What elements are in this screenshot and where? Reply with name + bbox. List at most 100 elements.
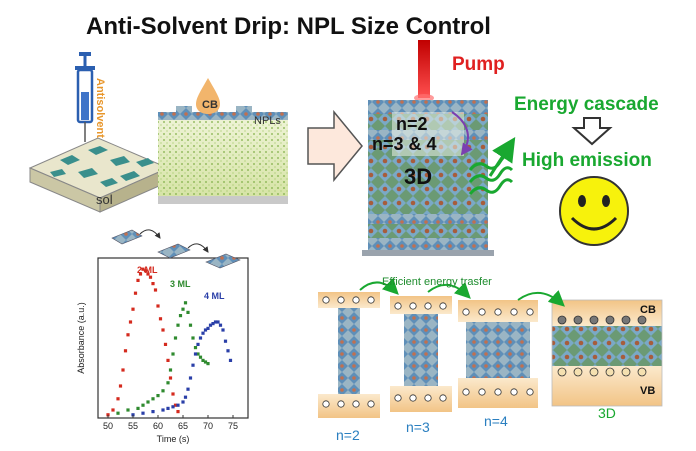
chart-frame <box>97 257 249 419</box>
data-point-2ml-14 <box>146 272 150 276</box>
data-point-3ml-13 <box>178 314 183 318</box>
data-point-3ml-12 <box>176 323 180 327</box>
electron-3-0 <box>557 315 567 325</box>
data-point-4ml-19 <box>211 322 215 326</box>
electron-1-3 <box>439 302 447 310</box>
chart-inset-crystals-icon <box>111 229 241 269</box>
phase-label-n3: n=3 <box>406 419 430 435</box>
electron-1-1 <box>409 302 417 310</box>
electron-0-1 <box>337 296 345 304</box>
film-cross-section <box>158 106 288 204</box>
data-point-4ml-4 <box>166 406 170 410</box>
data-point-2ml-10 <box>136 278 140 282</box>
data-point-2ml-18 <box>156 304 160 308</box>
data-point-3ml-15 <box>183 301 188 305</box>
chart-ylabel: Absorbance (a.u.) <box>76 302 86 374</box>
data-point-3ml-11 <box>173 336 178 340</box>
data-point-2ml-6 <box>126 333 130 337</box>
hole-3-1 <box>573 367 583 377</box>
data-point-2ml-8 <box>131 307 135 311</box>
data-point-2ml-2 <box>116 397 120 401</box>
data-point-4ml-20 <box>213 320 218 324</box>
electron-2-4 <box>526 308 534 316</box>
n2-label: n=2 <box>396 114 428 134</box>
electron-1-0 <box>394 302 402 310</box>
data-point-4ml-16 <box>203 328 208 332</box>
data-point-2ml-20 <box>161 328 165 332</box>
data-point-4ml-6 <box>176 403 180 407</box>
data-point-2ml-12 <box>141 267 145 271</box>
data-point-4ml-3 <box>161 408 165 412</box>
hole-2-1 <box>478 388 486 396</box>
hole-1-2 <box>424 394 432 402</box>
transfer-arrow-icon <box>451 111 473 156</box>
band-electrons <box>322 296 647 408</box>
antisolvent-label: Antisolvent <box>94 78 106 138</box>
electron-2-0 <box>462 308 470 316</box>
data-point-3ml-1 <box>126 408 130 412</box>
data-point-3ml-5 <box>151 397 155 401</box>
syringe-icon <box>75 52 95 142</box>
vb-band-label: VB <box>640 385 655 397</box>
electron-0-0 <box>322 296 330 304</box>
electron-2-2 <box>494 308 502 316</box>
data-point-2ml-23 <box>168 376 173 380</box>
hole-3-2 <box>589 367 599 377</box>
cascade-label: Energy cascade <box>514 94 659 115</box>
npls-label: NPLs <box>254 115 281 127</box>
pump-label: Pump <box>452 54 505 75</box>
hole-0-0 <box>322 400 330 408</box>
hole-2-4 <box>526 388 534 396</box>
data-point-3ml-19 <box>193 346 198 350</box>
antisolvent-substrate: sol <box>28 137 170 213</box>
legend-3ml: 3 ML <box>170 279 191 289</box>
data-point-4ml-18 <box>208 323 213 327</box>
data-point-3ml-10 <box>171 352 175 356</box>
process-arrow-icon <box>307 109 363 183</box>
data-point-3ml-17 <box>188 323 193 327</box>
data-point-2ml-16 <box>151 282 155 286</box>
data-point-2ml-25 <box>173 403 178 407</box>
data-point-3ml-23 <box>203 360 208 364</box>
electron-3-5 <box>637 315 647 325</box>
sol-label: sol <box>96 192 113 207</box>
laser-beam-icon <box>414 40 434 102</box>
data-point-3ml-0 <box>116 411 120 415</box>
bulk-label: 3D <box>404 164 432 189</box>
data-point-4ml-21 <box>216 320 220 324</box>
electron-0-3 <box>367 296 375 304</box>
energy-transfer-arrows <box>359 277 565 307</box>
data-point-4ml-2 <box>151 410 155 414</box>
data-point-2ml-17 <box>153 288 158 292</box>
data-point-4ml-24 <box>223 339 228 343</box>
band-diagram <box>318 292 663 418</box>
hole-1-1 <box>409 394 417 402</box>
data-point-4ml-1 <box>141 411 145 415</box>
data-point-3ml-8 <box>166 381 170 385</box>
hole-3-5 <box>637 367 647 377</box>
data-point-3ml-7 <box>161 389 165 393</box>
data-point-2ml-24 <box>171 392 175 396</box>
electron-0-2 <box>352 296 360 304</box>
data-point-4ml-15 <box>201 331 205 335</box>
data-point-3ml-9 <box>168 368 173 372</box>
data-point-3ml-24 <box>206 362 210 366</box>
data-point-4ml-22 <box>218 323 223 327</box>
layered-film <box>362 100 494 256</box>
data-point-4ml-25 <box>226 349 230 353</box>
data-point-4ml-14 <box>198 336 203 340</box>
hole-3-0 <box>557 367 567 377</box>
data-point-2ml-26 <box>176 410 180 414</box>
x-tick-label-75: 75 <box>228 421 238 431</box>
hole-2-3 <box>510 388 518 396</box>
data-point-3ml-14 <box>181 307 185 311</box>
data-point-4ml-7 <box>181 400 185 404</box>
x-tick-label-55: 55 <box>128 421 138 431</box>
chart-points <box>106 267 233 417</box>
x-tick-label-50: 50 <box>103 421 113 431</box>
data-point-4ml-10 <box>188 376 193 380</box>
hole-3-3 <box>605 367 615 377</box>
cb-band-label: CB <box>640 304 656 316</box>
chart-xlabel: Time (s) <box>157 434 190 444</box>
hole-1-3 <box>439 394 447 402</box>
